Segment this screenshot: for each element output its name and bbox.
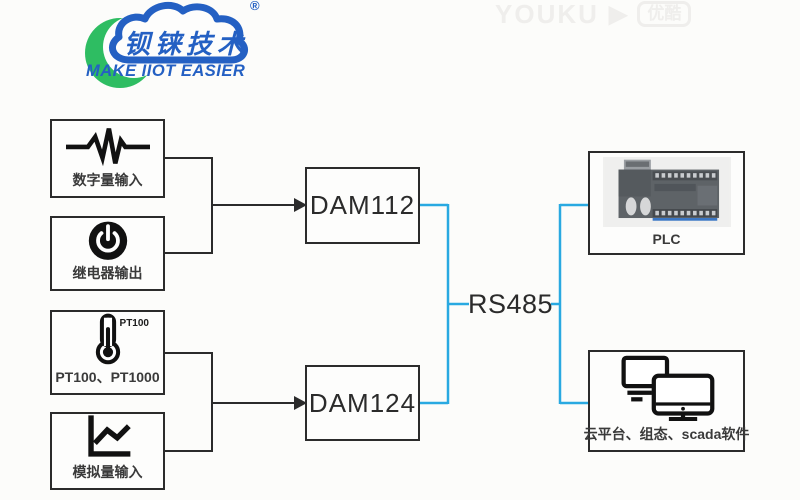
brand-tagline: MAKE IIOT EASIER [86,62,246,80]
module-label: DAM112 [309,190,416,220]
endpoint-box-plc: PLC [588,151,745,255]
endpoint-label: 云平台、组态、scada软件 [583,426,750,442]
bus-label-text: RS485 [468,289,554,319]
dual-monitors-icon [621,355,714,421]
io-box-digital-input: 数字量输入 [50,119,165,198]
endpoint-label: PLC [652,231,681,247]
arrowhead-dam124 [294,396,307,410]
play-icon: ▶ [608,0,628,28]
io-box-pt100: PT100 PT100、PT1000 [50,310,165,395]
waveform-icon [65,127,150,166]
endpoint-box-scada: 云平台、组态、scada软件 [584,350,749,452]
cloud-logo-graphic [85,1,249,88]
io-box-label: PT100、PT1000 [55,369,160,385]
watermark-site-name: YOUKU [495,0,599,29]
plc-device-image [602,157,731,227]
io-box-label: 继电器输出 [72,265,143,281]
module-label: DAM124 [308,387,417,418]
io-box-label: 数字量输入 [72,172,143,188]
io-box-label: 模拟量输入 [72,464,143,480]
brand-logo: 钡铼技术 MAKE IIOT EASIER ® [82,0,272,92]
module-dam124: DAM124 [305,365,420,441]
io-box-relay-output: 继电器输出 [50,216,165,291]
thermometer-icon [95,313,120,364]
thermometer-caption: PT100 [119,318,149,329]
line-chart-icon [87,415,131,457]
registered-trademark-icon: ® [250,0,260,13]
watermark-badge: 优酷 [637,1,692,27]
arrowhead-dam112 [294,198,307,212]
brand-name: 钡铼技术 [124,29,249,59]
power-icon [88,221,127,260]
io-box-analog-input: 模拟量输入 [50,412,165,490]
module-dam112: DAM112 [305,167,420,244]
video-watermark: YOUKU ▶ 优酷 [495,0,692,29]
bus-label-rs485: RS485 [468,289,554,320]
